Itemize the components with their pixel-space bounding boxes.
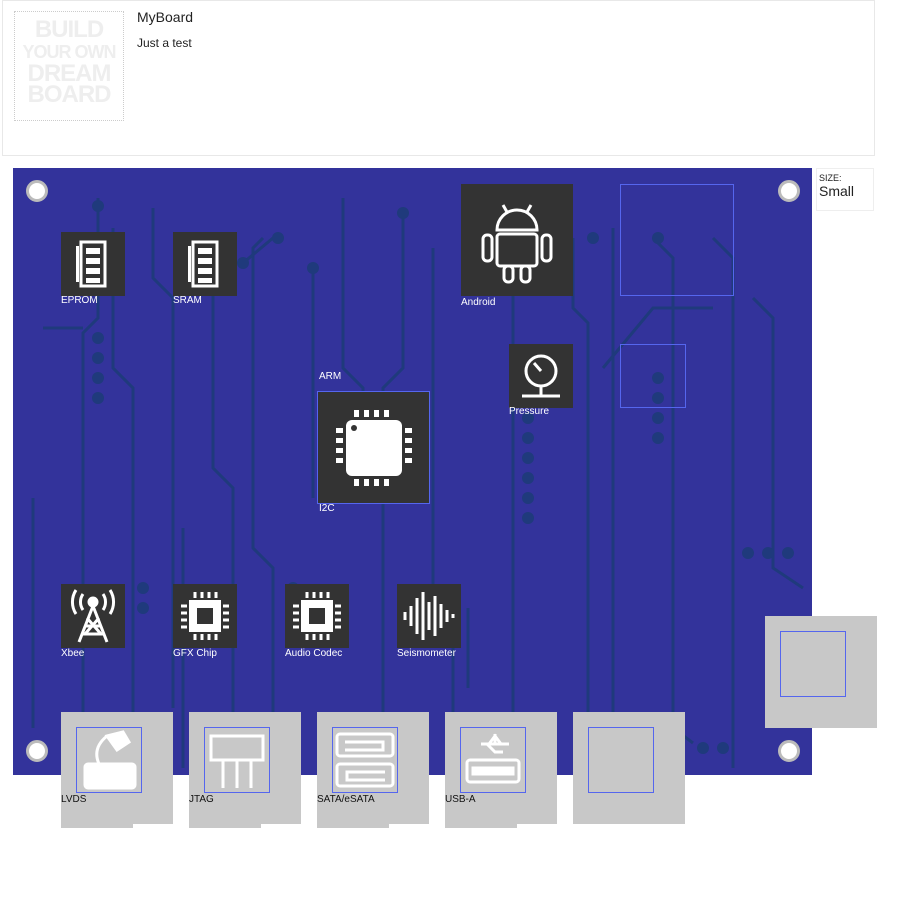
connector-slot — [332, 727, 398, 793]
component-android[interactable] — [461, 184, 573, 296]
component-arm[interactable] — [317, 391, 430, 504]
component-label: Android — [461, 297, 496, 308]
size-label: SIZE: — [819, 173, 842, 183]
usb-icon — [465, 733, 521, 784]
connector-label: SATA/eSATA — [317, 794, 375, 805]
connector-empty[interactable] — [573, 712, 685, 824]
component-xbee[interactable] — [61, 584, 125, 648]
component-label: ARM — [319, 371, 342, 382]
mounting-hole — [26, 180, 48, 202]
empty-slot[interactable] — [620, 184, 734, 296]
memory-icon — [188, 240, 219, 288]
component-label: SRAM — [173, 295, 202, 306]
chip-icon — [293, 592, 341, 640]
mounting-hole — [778, 180, 800, 202]
component-sublabel: I2C — [319, 503, 335, 514]
mounting-hole — [26, 740, 48, 762]
component-label: EPROM — [61, 295, 98, 306]
connector-tab — [189, 820, 261, 828]
connector-slot — [588, 727, 654, 793]
android-icon — [481, 204, 553, 284]
pcb-board — [13, 168, 812, 775]
connector-usb-a[interactable] — [445, 712, 557, 824]
connector-label: JTAG — [189, 794, 214, 805]
component-audio-codec[interactable] — [285, 584, 349, 648]
waveform-icon — [403, 592, 455, 640]
chip-icon — [181, 592, 229, 640]
connector-jtag[interactable] — [189, 712, 301, 824]
empty-slot[interactable] — [620, 344, 686, 408]
connector-slot — [460, 727, 526, 793]
component-label: Xbee — [61, 648, 85, 659]
gauge-icon — [522, 354, 560, 398]
connector-tab — [317, 820, 389, 828]
connector-sata[interactable] — [317, 712, 429, 824]
sata-icon — [335, 732, 395, 788]
connector-slot — [204, 727, 270, 793]
connector-label: USB-A — [445, 794, 476, 805]
component-label: Audio Codec — [285, 648, 343, 659]
component-seismometer[interactable] — [397, 584, 461, 648]
component-eprom[interactable] — [61, 232, 125, 296]
component-label: Seismometer — [397, 648, 456, 659]
connector-tab — [61, 820, 133, 828]
size-selector[interactable]: SIZE: Small — [816, 168, 874, 211]
lvds-cable-icon — [83, 730, 137, 790]
jtag-header-icon — [209, 734, 265, 788]
connector-slot — [76, 727, 142, 793]
connector-empty-right[interactable] — [765, 616, 877, 728]
component-label: Pressure — [509, 406, 550, 417]
memory-icon — [76, 240, 107, 288]
board-description[interactable]: Just a test — [137, 36, 192, 50]
connector-label: LVDS — [61, 794, 87, 805]
cpu-icon — [335, 409, 412, 486]
connector-slot — [780, 631, 846, 697]
component-label: GFX Chip — [173, 648, 217, 659]
component-sram[interactable] — [173, 232, 237, 296]
component-gfx-chip[interactable] — [173, 584, 237, 648]
board-title[interactable]: MyBoard — [137, 9, 194, 25]
size-value: Small — [819, 183, 855, 199]
connector-lvds[interactable] — [61, 712, 173, 824]
antenna-tower-icon — [71, 589, 115, 643]
mounting-hole — [778, 740, 800, 762]
connector-tab — [445, 820, 517, 828]
component-pressure[interactable] — [509, 344, 573, 408]
